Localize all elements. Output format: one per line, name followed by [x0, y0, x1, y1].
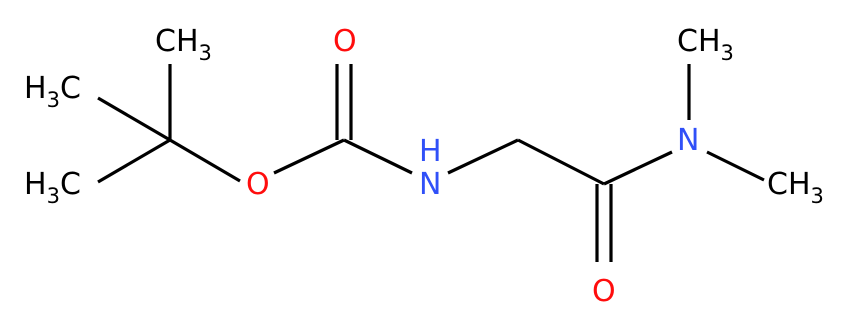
amide-nitrogen-label: N: [419, 167, 441, 202]
carbonyl-oxygen-top-label: O: [333, 24, 357, 59]
atom-labels: CH3 H3C H3C O O H N O N CH3 CH3: [24, 24, 824, 309]
bond-ch2-to-amide-c: [517, 138, 605, 186]
carbonyl-oxygen-bottom-label: O: [592, 274, 616, 309]
bonds: [97, 64, 765, 262]
bond-quat-c-to-ester-o: [169, 138, 241, 183]
methyl-right-lower-label: CH3: [767, 167, 824, 208]
bond-nh-to-ch2: [447, 138, 519, 175]
dimethyl-nitrogen-label: N: [677, 123, 699, 158]
methyl-right-upper-label: CH3: [677, 24, 734, 65]
methyl-left-lower-label: H3C: [24, 167, 81, 208]
ester-oxygen-label: O: [246, 167, 270, 202]
bond-quat-c-to-methyl-left-upper: [97, 96, 171, 142]
bond-amide-c-to-n: [603, 150, 673, 186]
bond-quat-c-to-methyl-left-lower: [97, 138, 171, 184]
amide-hydrogen-label: H: [419, 134, 442, 169]
bond-ester-o-to-carbonyl-c: [273, 138, 345, 175]
methyl-left-upper-label: H3C: [24, 71, 81, 112]
methyl-top-label: CH3: [155, 24, 212, 65]
bond-n-to-methyl-lower: [706, 150, 765, 182]
bond-carbonyl-c-to-nh: [343, 138, 413, 175]
